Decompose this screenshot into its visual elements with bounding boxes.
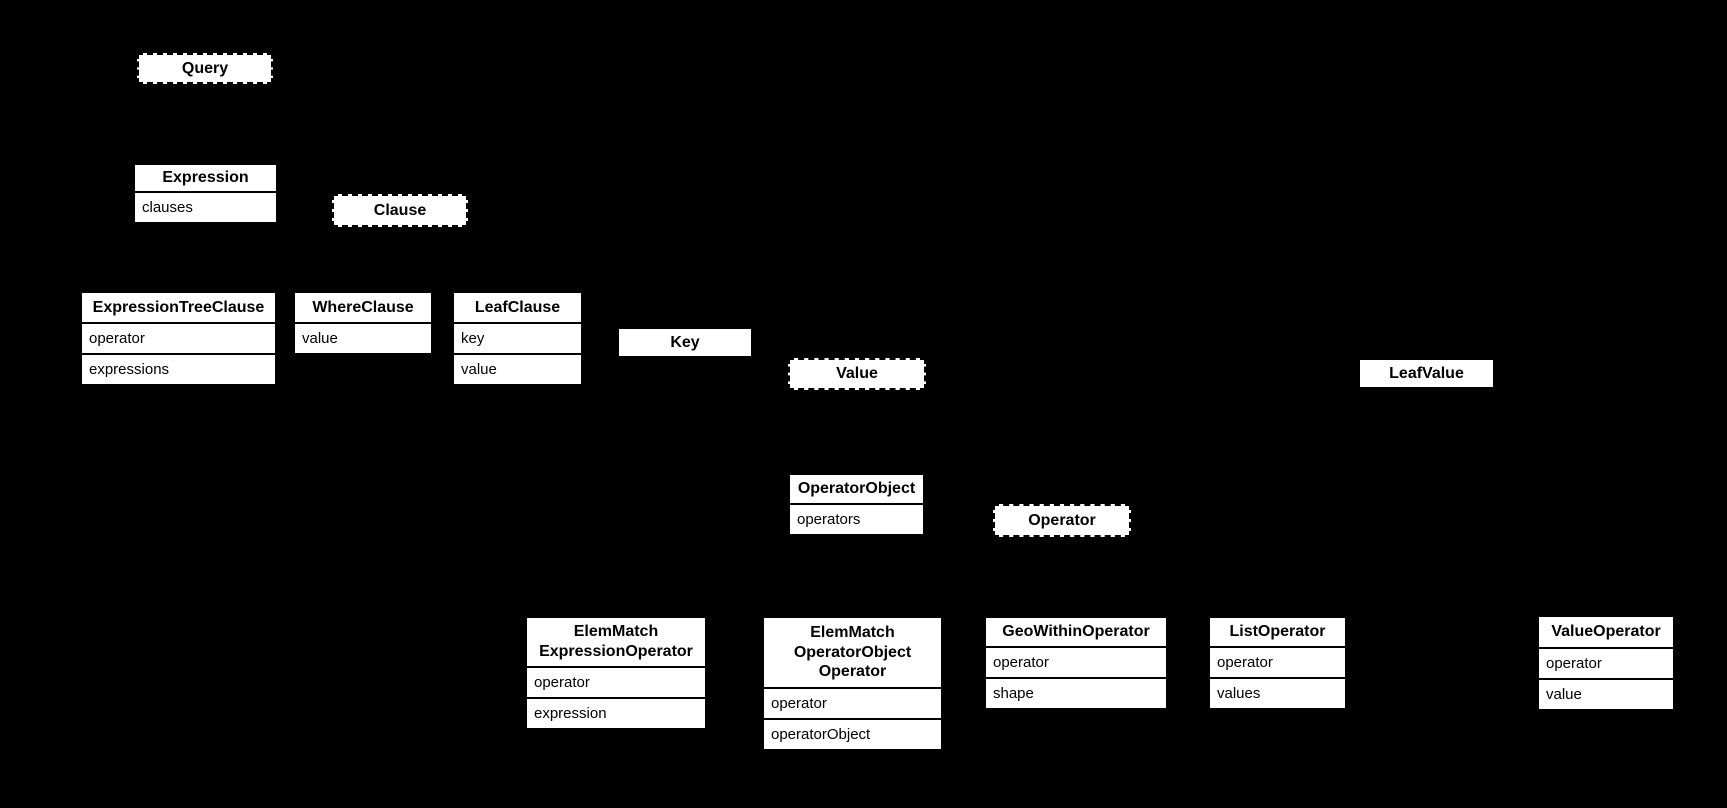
class-expression-tree-clause: ExpressionTreeClause operator expression… [80,291,277,386]
class-title: Expression [133,163,278,193]
class-where-clause: WhereClause value [293,291,433,355]
uml-attribute: value [1537,678,1675,711]
uml-attribute: operator [525,666,707,699]
class-title: ElemMatch OperatorObject Operator [762,616,943,689]
class-title: Operator [993,504,1131,537]
class-title: ExpressionTreeClause [80,291,277,324]
class-query: Query [137,53,273,84]
class-expression: Expression clauses [133,163,278,224]
uml-attribute: expressions [80,353,277,386]
class-title: Key [617,327,753,358]
class-title: ListOperator [1208,616,1347,648]
uml-attribute: shape [984,677,1168,710]
class-title: Query [137,53,273,84]
uml-attribute: clauses [133,191,278,224]
class-geo-within-operator: GeoWithinOperator operator shape [984,616,1168,710]
uml-attribute: operatorObject [762,718,943,751]
class-title: Value [788,358,926,390]
uml-attribute: operator [762,687,943,720]
class-title: ElemMatch ExpressionOperator [525,616,707,668]
class-value-operator: ValueOperator operator value [1537,615,1675,711]
uml-attribute: operator [984,646,1168,679]
class-title: Clause [332,194,468,227]
uml-attribute: operator [80,322,277,355]
class-title: GeoWithinOperator [984,616,1168,648]
uml-attribute: value [452,353,583,386]
uml-attribute: expression [525,697,707,730]
class-title: LeafValue [1358,358,1495,389]
uml-attribute: operators [788,503,925,536]
class-leaf-clause: LeafClause key value [452,291,583,386]
class-title: WhereClause [293,291,433,324]
class-elem-match-operator-object-operator: ElemMatch OperatorObject Operator operat… [762,616,943,751]
class-clause: Clause [332,194,468,227]
class-title: OperatorObject [788,473,925,505]
class-operator-object: OperatorObject operators [788,473,925,536]
uml-attribute: operator [1537,647,1675,680]
class-elem-match-expression-operator: ElemMatch ExpressionOperator operator ex… [525,616,707,730]
class-key: Key [617,327,753,358]
class-title: LeafClause [452,291,583,324]
class-title: ValueOperator [1537,615,1675,649]
uml-attribute: value [293,322,433,355]
uml-attribute: key [452,322,583,355]
class-list-operator: ListOperator operator values [1208,616,1347,710]
class-value: Value [788,358,926,390]
class-operator: Operator [993,504,1131,537]
uml-attribute: values [1208,677,1347,710]
uml-attribute: operator [1208,646,1347,679]
class-leaf-value: LeafValue [1358,358,1495,389]
